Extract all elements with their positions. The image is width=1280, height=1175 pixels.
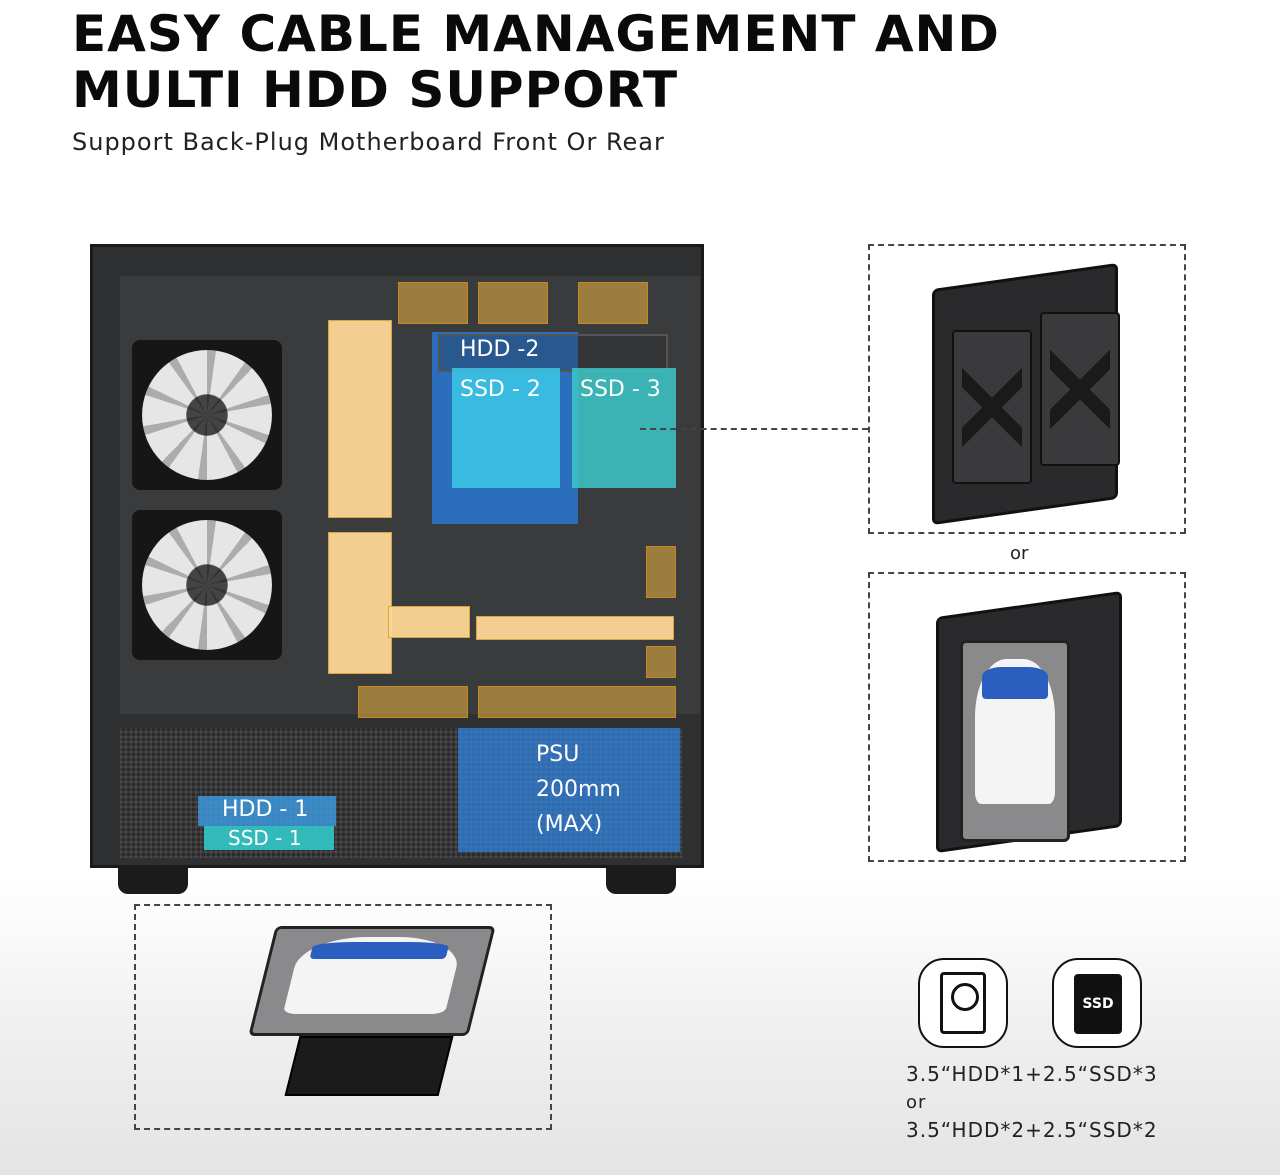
or-label: or (1010, 543, 1029, 564)
ssd1-zone (204, 826, 334, 850)
case-foot-right (606, 866, 676, 894)
page-subtitle: Support Back-Plug Motherboard Front Or R… (72, 128, 665, 156)
ssd-icon: SSD (1052, 958, 1142, 1048)
psu-zone (458, 728, 680, 852)
title-line-1: EASY CABLE MANAGEMENT AND (72, 5, 1000, 63)
case-foot-left (118, 866, 188, 894)
ssd-card (952, 330, 1032, 484)
ssd3-label: SSD - 3 (580, 377, 661, 402)
hdd-icon (918, 958, 1008, 1048)
fan-bottom (132, 510, 282, 660)
hdd1-zone (198, 796, 336, 826)
fan-top (132, 340, 282, 490)
ssd-card (1040, 312, 1120, 466)
spec-or: or (906, 1092, 927, 1113)
leader-line (640, 428, 868, 430)
cable-cutout (478, 282, 548, 324)
ssd2-label: SSD - 2 (460, 377, 541, 402)
spec-line-2: 3.5“HDD*2+2.5“SSD*2 (906, 1118, 1158, 1142)
title-line-2: MULTI HDD SUPPORT (72, 61, 679, 119)
cable-cutout (476, 616, 674, 640)
cable-cutout (646, 646, 676, 678)
ssd-under-hdd-image (284, 1036, 454, 1096)
psu-label-line1: PSU (536, 742, 580, 767)
hdd-on-ssd-image (248, 926, 496, 1036)
cable-cutout (578, 282, 648, 324)
bottom-drive-detail-box (134, 904, 552, 1130)
psu-label-line3: (MAX) (536, 812, 603, 837)
cable-cutout (328, 532, 392, 674)
hdd-bracket-detail-box (868, 572, 1186, 862)
spec-line-1: 3.5“HDD*1+2.5“SSD*3 (906, 1062, 1158, 1086)
ssd-bracket-detail-box (868, 244, 1186, 534)
ssd1-label: SSD - 1 (228, 826, 302, 850)
cable-cutout (478, 686, 676, 718)
ssd-icon-text: SSD (1074, 974, 1122, 1034)
cable-cutout (398, 282, 468, 324)
ssd2-zone (452, 368, 560, 488)
psu-label-line2: 200mm (536, 777, 621, 802)
cable-cutout (388, 606, 470, 638)
hdd2-label: HDD -2 (460, 337, 540, 362)
cable-cutout (328, 320, 392, 518)
hdd-drive-image (960, 640, 1070, 842)
cable-cutout (358, 686, 468, 718)
cable-cutout (646, 546, 676, 598)
hdd1-label: HDD - 1 (222, 797, 309, 822)
page-title: EASY CABLE MANAGEMENT AND MULTI HDD SUPP… (72, 6, 1000, 118)
